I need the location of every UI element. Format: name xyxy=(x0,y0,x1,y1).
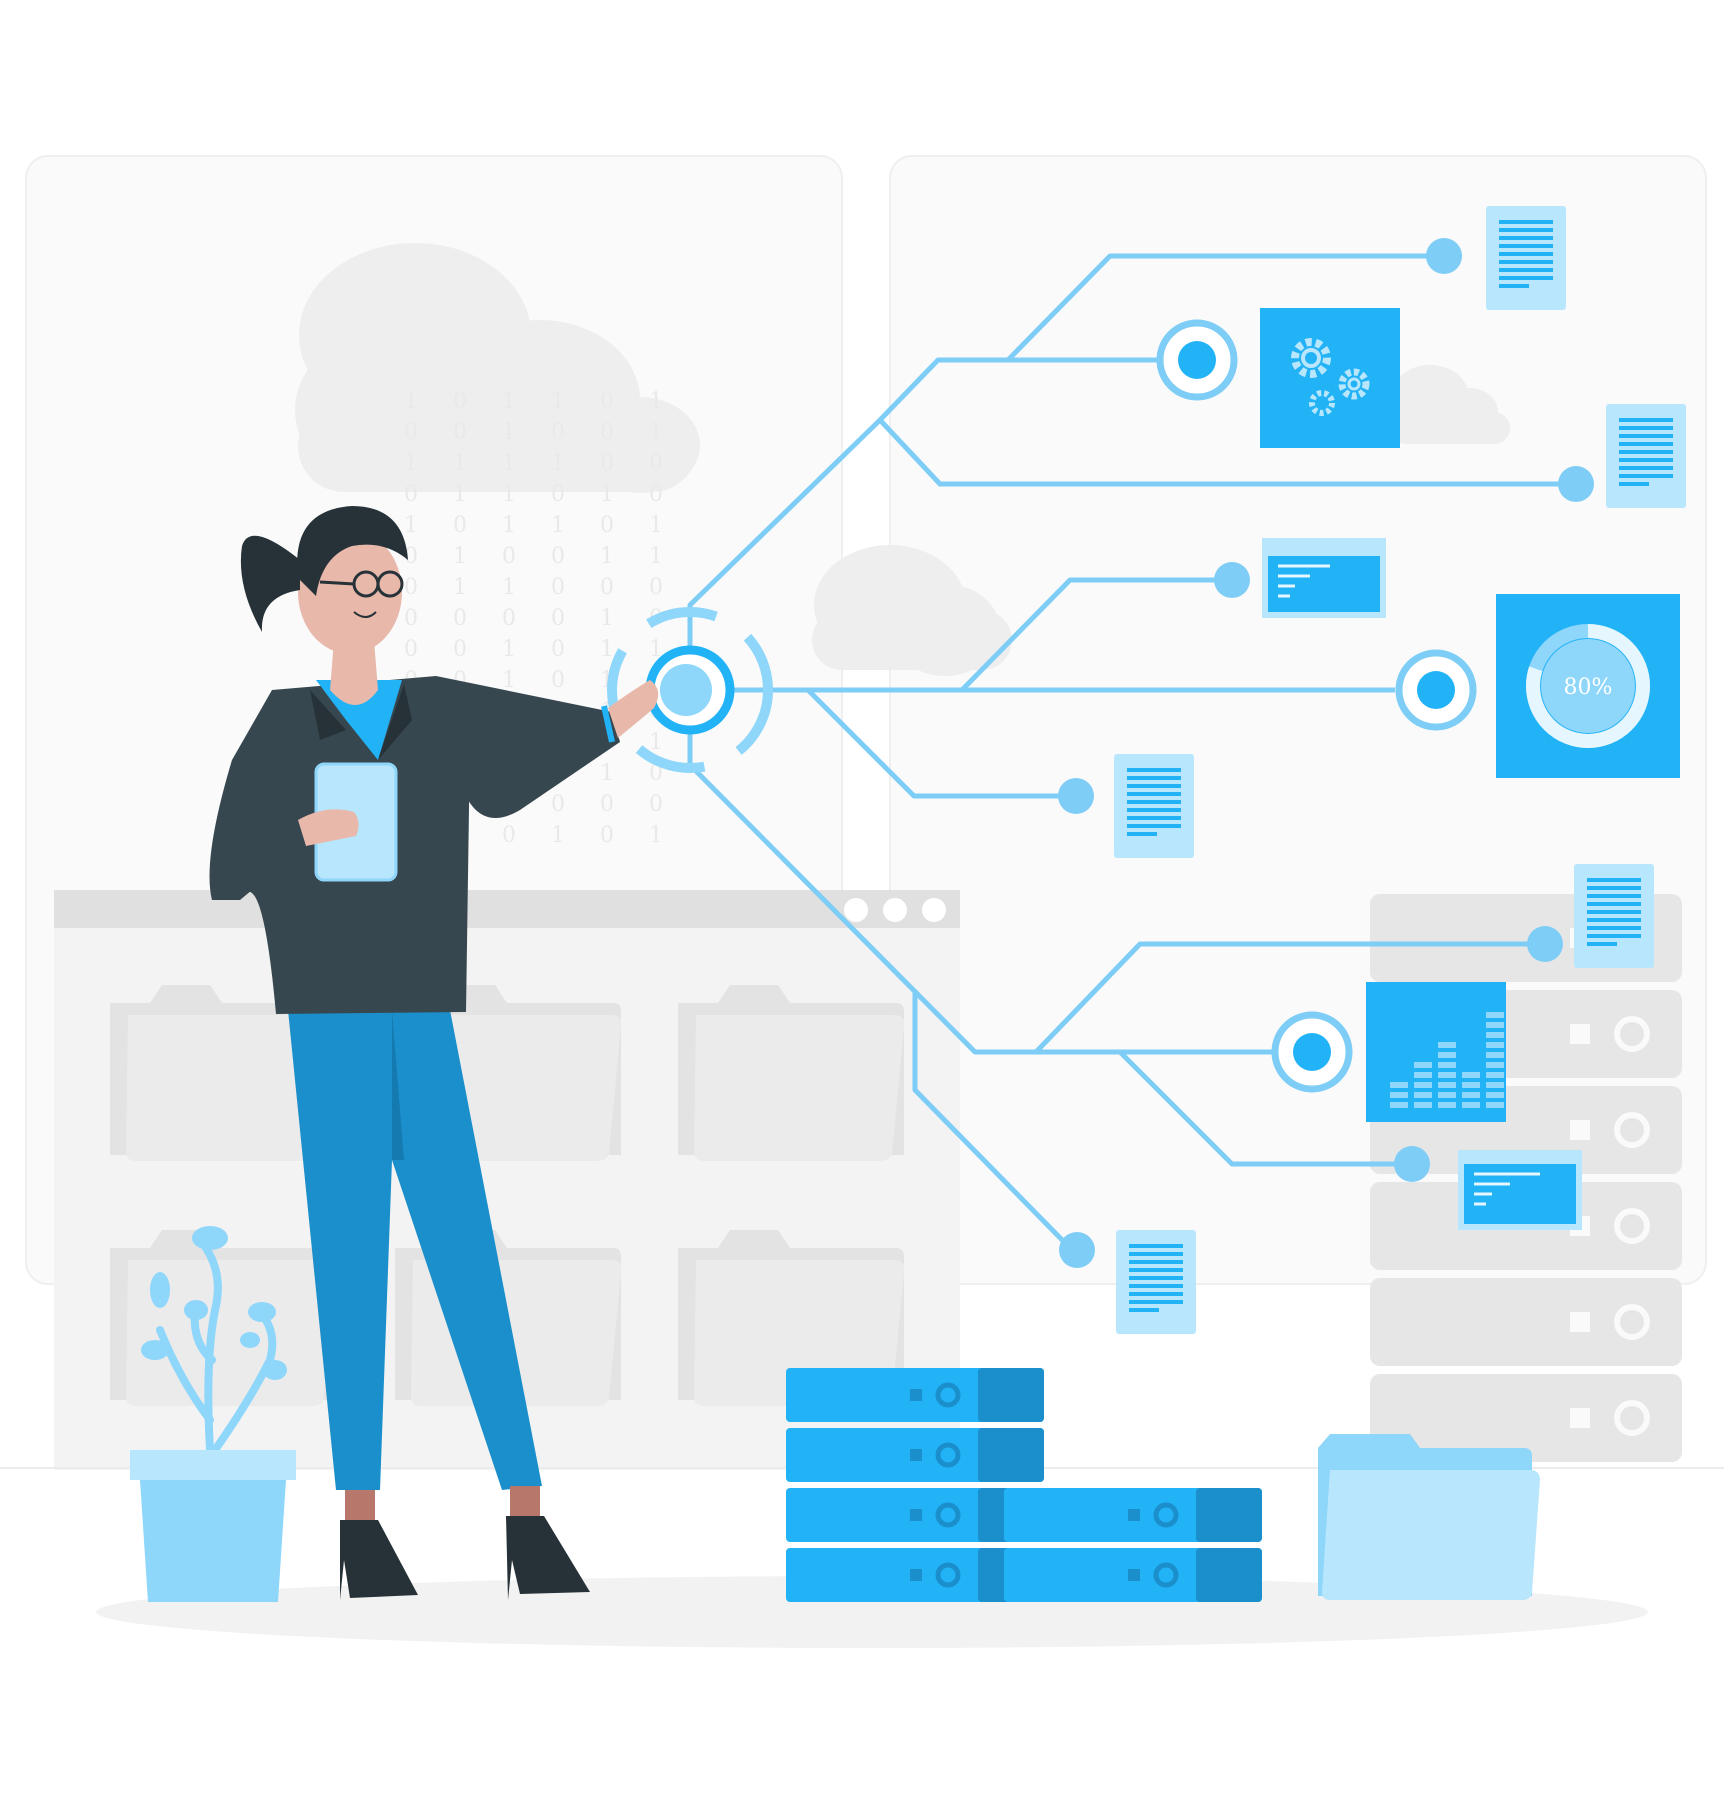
progress-panel: 80% xyxy=(1496,594,1680,778)
tiny-cloud-icon xyxy=(1390,365,1510,444)
endpoint-dot xyxy=(1558,466,1594,502)
small-cloud-icon xyxy=(812,545,1012,676)
folder-icon xyxy=(110,985,337,1161)
server-unit xyxy=(1004,1548,1262,1602)
woman-figure xyxy=(209,506,659,1600)
binary-row: 1 0 1 1 0 1 xyxy=(404,513,677,538)
shoe xyxy=(506,1516,590,1600)
hair xyxy=(297,506,408,596)
document-icon xyxy=(1574,864,1654,968)
endpoint-dot xyxy=(1214,562,1250,598)
document-icon xyxy=(1116,1230,1196,1334)
hand xyxy=(608,680,659,738)
server-unit xyxy=(786,1368,1044,1422)
document-icon xyxy=(1486,206,1566,310)
server-unit xyxy=(1004,1488,1262,1542)
binary-row: 1 1 1 1 0 0 xyxy=(404,451,677,476)
binary-row: 0 0 1 0 1 1 xyxy=(404,637,677,662)
window-dot-icon xyxy=(844,898,868,922)
server-unit xyxy=(1370,1278,1682,1366)
circuit-endpoints xyxy=(1058,238,1594,1268)
binary-row: 0 1 0 0 1 1 xyxy=(404,544,677,569)
binary-row: 0 0 0 0 1 0 xyxy=(404,606,677,631)
folder-icon xyxy=(110,1230,337,1406)
server-unit xyxy=(1370,1374,1682,1462)
shoe xyxy=(340,1520,418,1600)
glasses-icon xyxy=(319,570,404,598)
endpoint-dot xyxy=(1426,238,1462,274)
binary-row: 0 0 1 0 0 1 xyxy=(404,420,677,445)
document-group xyxy=(1114,206,1686,1334)
server-unit xyxy=(786,1428,1044,1482)
plant-icon xyxy=(130,1226,296,1602)
binary-row: 0 1 1 0 1 0 xyxy=(404,482,677,507)
binary-row: 0 1 1 0 0 0 xyxy=(404,575,677,600)
plant-pot xyxy=(140,1480,286,1602)
window-dot-icon xyxy=(883,898,907,922)
endpoint-dot xyxy=(1394,1146,1430,1182)
code-window-icon xyxy=(1458,1150,1582,1230)
large-cloud-icon xyxy=(295,243,700,493)
ring-node xyxy=(1395,649,1477,731)
settings-panel xyxy=(1260,308,1400,448)
progress-label: 80% xyxy=(1564,675,1613,700)
ring-node xyxy=(1271,1011,1353,1093)
folder-icon xyxy=(678,985,905,1161)
progress-ring-fill xyxy=(1526,624,1650,748)
folder-icon xyxy=(1318,1434,1540,1600)
document-icon xyxy=(1114,754,1194,858)
plant-pot-rim xyxy=(130,1450,296,1480)
central-hub-node xyxy=(607,607,773,773)
document-icon xyxy=(1606,404,1686,508)
server-stack xyxy=(786,1368,1262,1602)
bar-chart-icon xyxy=(1390,1012,1504,1108)
binary-row: 1 0 1 1 0 1 xyxy=(404,389,677,414)
gear-icon xyxy=(1291,338,1370,416)
endpoint-dot xyxy=(1058,778,1094,814)
ring-node xyxy=(1156,319,1238,401)
circuit-lines xyxy=(687,253,1570,1252)
smile xyxy=(353,611,377,618)
bar-chart-panel xyxy=(1366,982,1506,1122)
code-window-icon xyxy=(1262,538,1386,618)
endpoint-dot xyxy=(1059,1232,1095,1268)
window-dot-icon xyxy=(922,898,946,922)
endpoint-dot xyxy=(1527,926,1563,962)
